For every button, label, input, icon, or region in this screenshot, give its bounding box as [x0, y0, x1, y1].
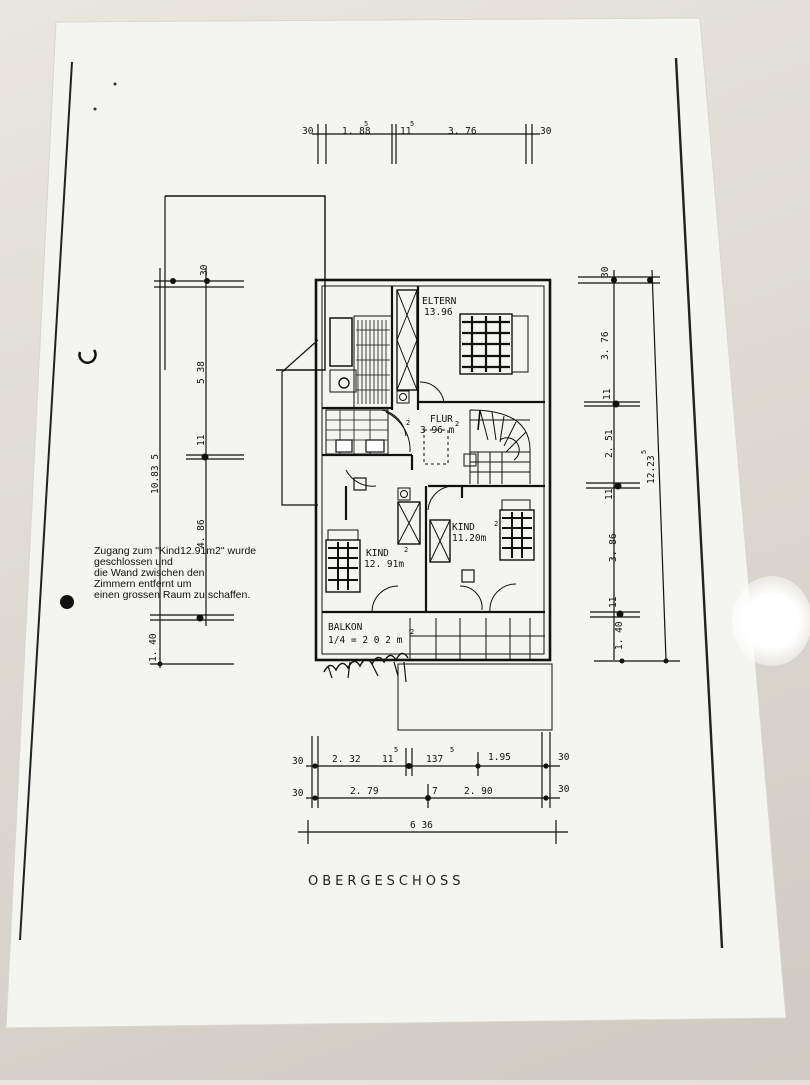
room-area-eltern: 13.96 — [424, 307, 453, 318]
room-label-kind-right: KIND — [452, 522, 475, 533]
svg-text:5: 5 — [640, 450, 648, 454]
dim-right-e: 11 — [604, 488, 615, 500]
svg-text:2: 2 — [494, 520, 498, 528]
dim-left-a: 30 — [199, 264, 210, 276]
svg-text:5: 5 — [450, 746, 454, 754]
svg-text:2: 2 — [455, 420, 459, 428]
outer-walls — [314, 278, 552, 662]
dim-left-total: 10.83 5 — [150, 454, 161, 494]
interior-walls — [322, 286, 545, 614]
dim-left-e: 1. 40 — [148, 633, 159, 662]
dim-left-b: 5 38 — [196, 361, 207, 384]
dim-bottom1-d: 137 — [426, 754, 443, 765]
wardrobe-lower — [397, 487, 451, 563]
dim-bottom1-f: 30 — [558, 752, 570, 763]
dim-right-a: 30 — [600, 266, 611, 278]
room-label-eltern: ELTERN — [422, 296, 457, 307]
room-area-flur: 3 96 m — [420, 425, 455, 436]
dim-top-b: 1. 88 — [342, 126, 371, 137]
note-line: einen grossen Raum zu schaffen. — [94, 589, 251, 601]
dim-bottom1-c: 11 — [382, 754, 394, 765]
svg-text:5: 5 — [364, 120, 368, 128]
room-area-kind-right: 11.20m — [452, 533, 487, 544]
svg-text:5: 5 — [410, 120, 414, 128]
terrace-outline — [165, 195, 326, 371]
light-glare — [732, 576, 810, 666]
svg-text:2: 2 — [410, 628, 414, 636]
room-label-flur: FLUR — [430, 414, 453, 425]
dim-right-f: 3. 86 — [608, 533, 619, 562]
dim-right-total: 12.23 — [646, 455, 657, 484]
dim-bottom-total: 6 36 — [410, 820, 433, 831]
note-line: Zugang zum "Kind12.91m2" wurde — [94, 545, 257, 557]
svg-text:5: 5 — [394, 746, 398, 754]
bed-eltern — [459, 313, 529, 375]
bed-kind-left — [325, 529, 361, 593]
roof-outline — [281, 339, 319, 506]
dim-bottom2-d: 2. 90 — [464, 786, 493, 797]
dim-top-d: 3. 76 — [448, 126, 477, 137]
bathroom-fixtures — [325, 315, 411, 455]
note-line: Zimmern entfernt um — [94, 578, 192, 590]
balcony — [323, 618, 553, 731]
plan-title: OBERGESCHOSS — [308, 874, 465, 889]
room-label-balkon: BALKON — [328, 622, 363, 633]
dim-bottom2-a: 30 — [292, 788, 304, 799]
left-border-line — [19, 61, 73, 941]
dim-bottom2-b: 2. 79 — [350, 786, 379, 797]
dim-left-c: 11 — [196, 434, 207, 446]
dim-right-c: 11 — [602, 388, 613, 400]
dim-right-d: 2. 51 — [604, 429, 615, 458]
room-area-kind-left: 12. 91m — [364, 559, 404, 570]
dim-right-b: 3. 76 — [600, 331, 611, 360]
dimension-left — [150, 268, 244, 668]
note-line: geschlossen und — [94, 556, 173, 568]
note-line: die Wand zwischen den — [94, 567, 205, 579]
dim-bottom2-e: 30 — [558, 784, 570, 795]
dim-right-h: 1. 40 — [614, 621, 625, 650]
dim-left-d: 4. 86 — [196, 519, 207, 548]
paper-background — [5, 17, 787, 1029]
svg-text:2: 2 — [404, 546, 408, 554]
svg-text:2: 2 — [406, 419, 410, 427]
dim-bottom1-b: 2. 32 — [332, 754, 361, 765]
dimension-top — [312, 124, 540, 164]
dimension-right — [578, 269, 680, 662]
right-border-line — [674, 57, 724, 949]
dim-bottom1-e: 1.95 — [488, 752, 511, 763]
dim-top-e: 30 — [540, 126, 552, 137]
dim-top-c: 11 — [400, 126, 412, 137]
room-label-kind-left: KIND — [366, 548, 389, 559]
dim-top-a: 30 — [302, 126, 314, 137]
staircase — [469, 409, 531, 484]
hole-punch-mark — [78, 349, 97, 364]
dimension-bottom — [298, 732, 568, 844]
door-swings — [345, 381, 517, 613]
wardrobe — [396, 289, 418, 404]
annotation-note: Zugang zum "Kind12.91m2" wurde geschloss… — [94, 546, 334, 601]
dim-bottom2-c: 7 — [432, 786, 438, 797]
bed-kind-right — [499, 499, 535, 561]
dim-right-g: 11 — [608, 596, 619, 608]
hole-punch-mark — [60, 595, 74, 609]
dim-bottom1-a: 30 — [292, 756, 304, 767]
room-area-balkon: 1/4 = 2 0 2 m — [328, 635, 403, 646]
